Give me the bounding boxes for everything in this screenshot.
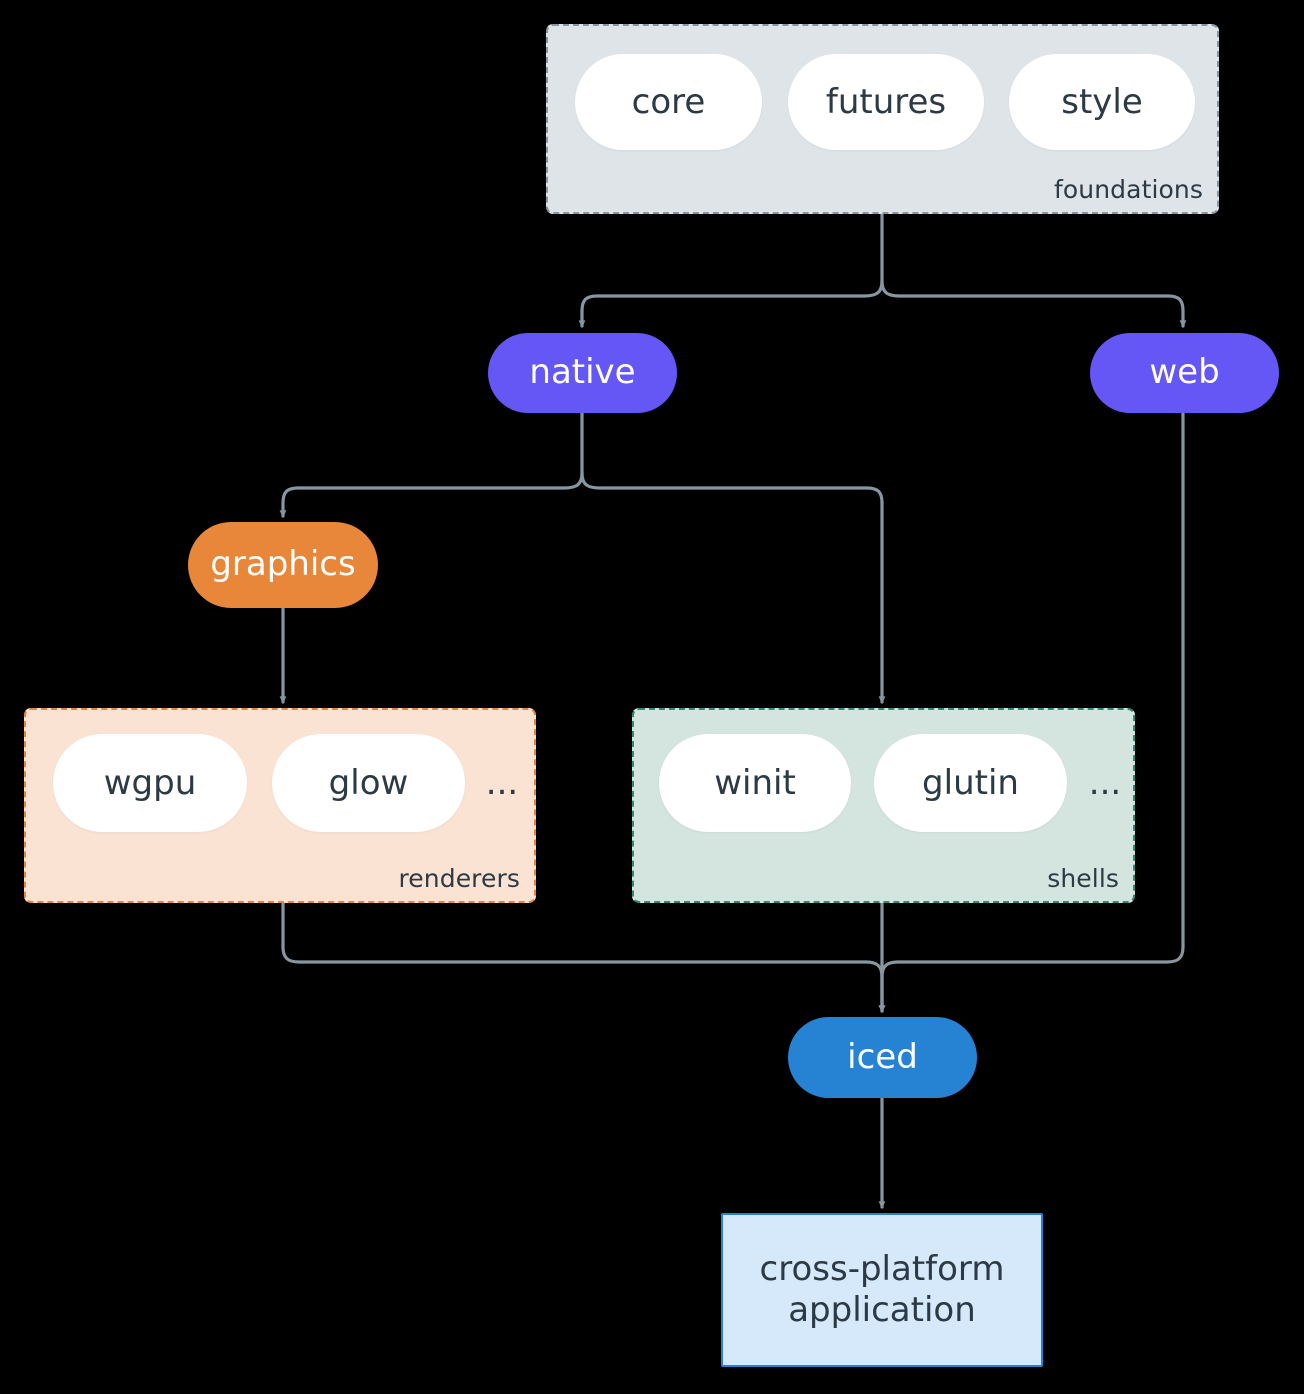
leaf-wgpu-label: wgpu — [103, 763, 197, 803]
cluster-label-shells: shells — [1047, 864, 1119, 893]
leaf-renderers-ellipsis-label: ... — [485, 763, 519, 803]
node-iced-label: iced — [847, 1036, 918, 1077]
node-iced[interactable]: iced — [788, 1017, 977, 1098]
leaf-shells-ellipsis-label: ... — [1088, 763, 1122, 803]
leaf-core[interactable]: core — [575, 54, 762, 150]
leaf-glutin[interactable]: glutin — [874, 734, 1067, 832]
cluster-label-foundations: foundations — [1054, 175, 1203, 204]
leaf-futures[interactable]: futures — [788, 54, 984, 150]
node-graphics-label: graphics — [210, 544, 356, 585]
leaf-futures-label: futures — [825, 82, 947, 122]
leaf-core-label: core — [631, 82, 706, 122]
edge-foundations-to-web — [880, 279, 1187, 328]
cluster-label-renderers: renderers — [398, 864, 520, 893]
leaf-glow[interactable]: glow — [272, 734, 465, 832]
node-web-label: web — [1149, 352, 1220, 393]
node-application-label-line2: application — [788, 1290, 976, 1330]
node-application-label-line1: cross-platform — [759, 1248, 1005, 1289]
leaf-wgpu[interactable]: wgpu — [53, 734, 247, 832]
cluster-foundations: core futures style foundations — [546, 24, 1219, 214]
leaf-style-label: style — [1061, 82, 1143, 122]
cluster-renderers: wgpu glow ... renderers — [24, 708, 536, 903]
leaf-glow-label: glow — [328, 763, 409, 803]
cluster-shells: winit glutin ... shells — [632, 708, 1135, 903]
edge-native-to-graphics — [279, 471, 584, 518]
node-web[interactable]: web — [1090, 333, 1279, 413]
leaf-style[interactable]: style — [1009, 54, 1195, 150]
node-native[interactable]: native — [488, 333, 677, 413]
node-application[interactable]: cross-platform application — [721, 1213, 1043, 1367]
node-graphics[interactable]: graphics — [188, 522, 378, 608]
node-native-label: native — [529, 352, 636, 393]
leaf-glutin-label: glutin — [922, 763, 1019, 803]
leaf-shells-ellipsis: ... — [1081, 734, 1129, 832]
edge-native-to-shells — [580, 471, 886, 704]
leaf-renderers-ellipsis: ... — [478, 734, 526, 832]
edge-renderers-to-iced — [281, 901, 886, 1013]
edge-foundations-to-native — [578, 279, 884, 328]
leaf-winit[interactable]: winit — [659, 734, 851, 832]
leaf-winit-label: winit — [714, 763, 796, 803]
